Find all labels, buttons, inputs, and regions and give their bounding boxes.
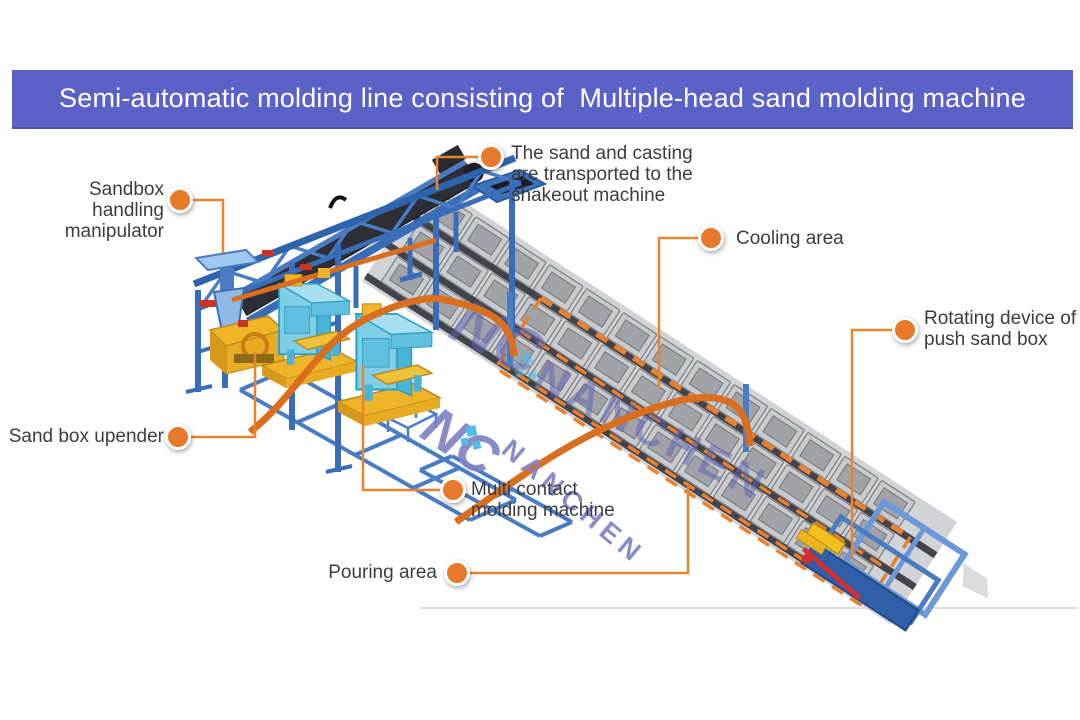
label-pouring-area: Pouring area: [328, 562, 437, 583]
label-rotating-device: Rotating device of push sand box: [924, 308, 1077, 350]
label-sandbox-handling-manipulator: Sandbox handling manipulator: [64, 179, 164, 242]
callout-dot-cooling-area: [698, 225, 724, 251]
label-shakeout-transport: The sand and casting are transported to …: [511, 143, 693, 206]
label-multi-contact-molding-machine: Multi contact molding machine: [471, 479, 615, 521]
crane-hook: [328, 195, 348, 209]
rotating-device: [795, 497, 989, 632]
machine-accents: [200, 250, 330, 307]
callout-lines: [189, 155, 894, 575]
floor-rails: [239, 368, 573, 538]
callout-dot-multi-contact: [440, 477, 466, 503]
pouring-area-outline: [493, 295, 913, 610]
page-title: Semi-automatic molding line consisting o…: [59, 83, 1026, 113]
callout-dot-sand-box-upender: [165, 424, 191, 450]
callout-dot-rotating-device: [892, 317, 918, 343]
callout-dot-pouring-area: [444, 560, 470, 586]
label-cooling-area: Cooling area: [736, 228, 844, 249]
title-banner: Semi-automatic molding line consisting o…: [12, 70, 1073, 129]
callout-dot-sandbox-manipulator: [167, 187, 193, 213]
callout-dot-shakeout: [478, 144, 504, 170]
label-sand-box-upender: Sand box upender: [8, 426, 164, 447]
sand-pipes: [231, 237, 754, 525]
